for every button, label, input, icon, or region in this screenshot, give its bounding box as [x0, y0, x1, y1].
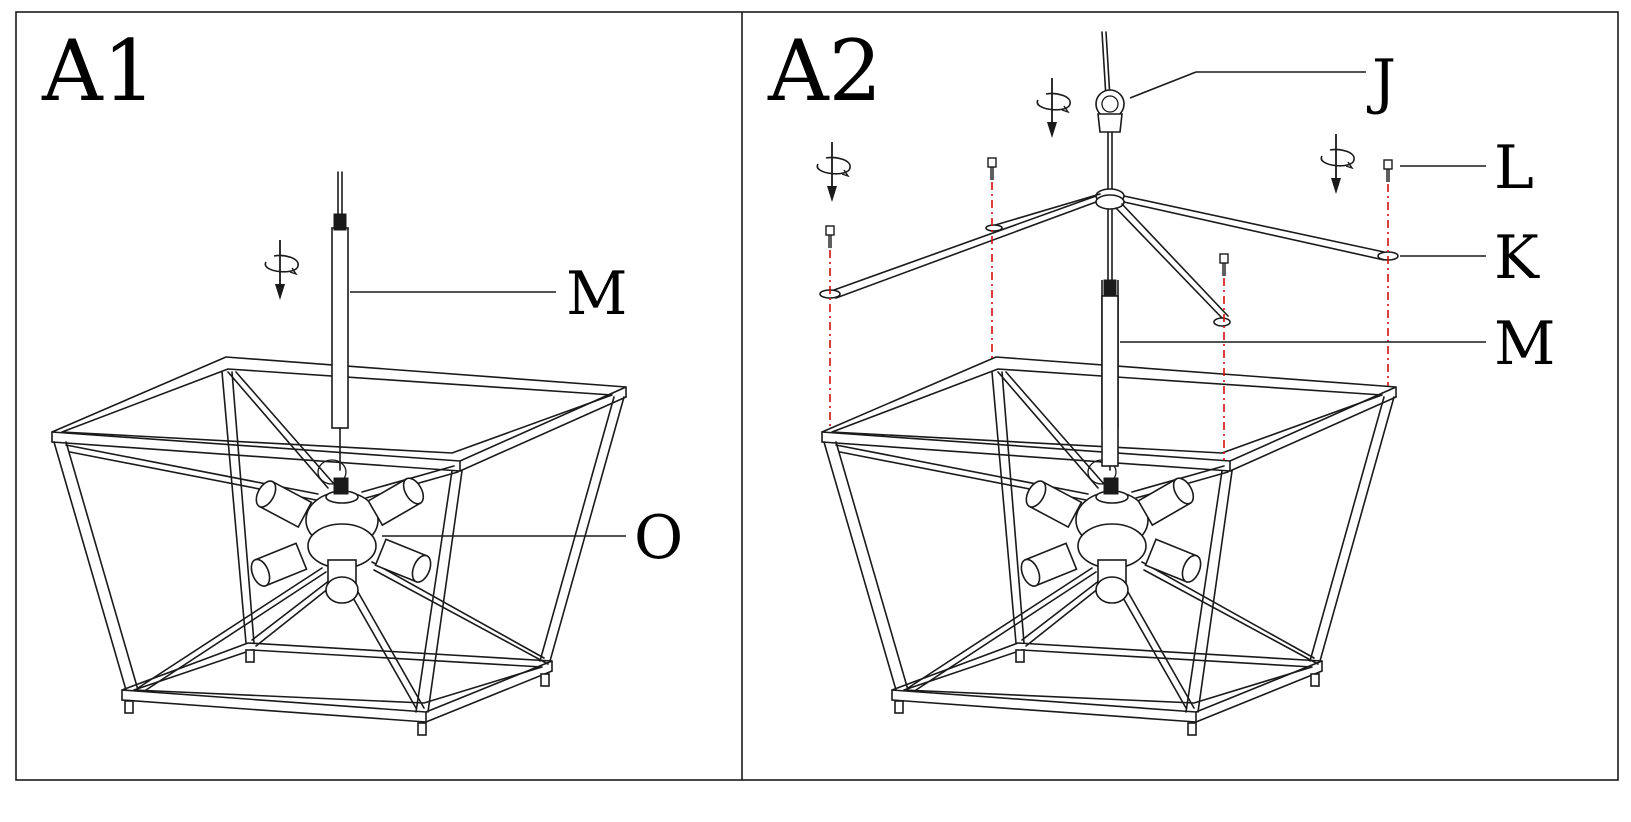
screw — [825, 225, 835, 249]
leader-j — [1129, 71, 1197, 99]
panel-a2: A2 J — [767, 22, 1555, 736]
panel-a1: A1 M O — [41, 22, 683, 736]
screw — [987, 157, 997, 181]
rotate-screw-icon — [1320, 133, 1356, 195]
screw — [1383, 159, 1393, 183]
panel-label-a1: A1 — [41, 22, 156, 120]
callout-m: M — [1494, 309, 1555, 379]
rotate-screw-icon — [816, 141, 852, 203]
callout-o: O — [634, 503, 683, 573]
rotate-screw-icon — [1036, 77, 1072, 139]
callout-j: J — [1366, 47, 1396, 117]
callout-l: L — [1494, 133, 1534, 203]
callout-k: K — [1494, 223, 1540, 293]
outer-border — [15, 11, 1619, 781]
screw — [1219, 253, 1229, 277]
rotate-screw-icon — [264, 239, 300, 301]
callout-m: M — [566, 259, 627, 329]
panel-label-a2: A2 — [767, 22, 882, 120]
